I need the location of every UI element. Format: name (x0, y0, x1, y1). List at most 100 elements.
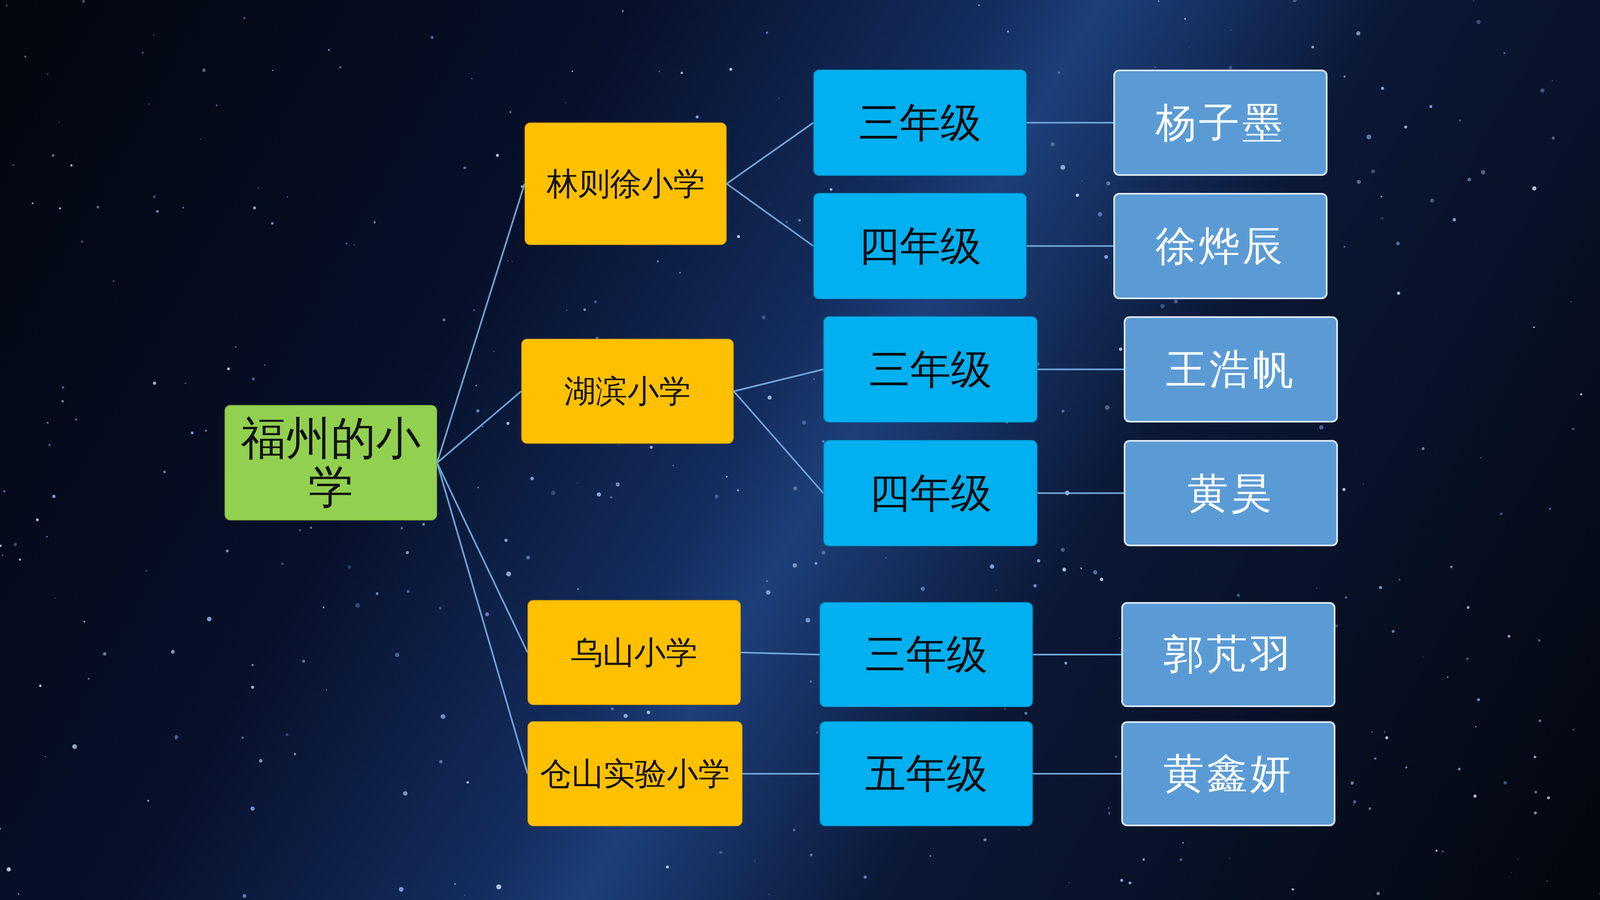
star (454, 883, 456, 885)
node-label: 徐烨辰 (1155, 224, 1286, 269)
star (1061, 409, 1065, 413)
star (496, 884, 502, 890)
star (1343, 75, 1346, 78)
star (996, 589, 998, 591)
connector-line (726, 122, 814, 185)
star (1473, 794, 1477, 798)
star (1345, 596, 1348, 599)
star (623, 713, 628, 718)
star (798, 219, 801, 222)
star (920, 586, 925, 591)
star (767, 395, 772, 400)
star (1007, 30, 1010, 33)
star (325, 689, 328, 691)
star (792, 563, 797, 568)
star (1458, 119, 1461, 122)
star (1068, 881, 1070, 883)
star (765, 590, 771, 595)
star (0, 544, 2, 548)
star (51, 154, 55, 158)
star (1184, 17, 1186, 20)
star (793, 486, 798, 491)
star (1050, 142, 1055, 147)
connector-line (437, 462, 528, 653)
star (792, 828, 796, 832)
star (814, 562, 818, 565)
star (506, 571, 512, 577)
school-box: 湖滨小学 (521, 338, 734, 444)
star (1507, 635, 1510, 638)
star (719, 850, 723, 854)
star (816, 731, 818, 734)
star (310, 527, 312, 529)
star (72, 744, 77, 749)
star (46, 535, 48, 538)
star (485, 612, 490, 617)
grade-box: 四年级 (813, 192, 1027, 300)
star (766, 580, 769, 583)
star (112, 280, 115, 283)
star (1062, 567, 1067, 572)
star (1580, 393, 1583, 396)
star (395, 652, 400, 658)
star (1380, 195, 1383, 198)
star (983, 838, 987, 842)
star (44, 755, 46, 758)
star (464, 895, 466, 896)
star (1570, 300, 1572, 303)
star (714, 494, 719, 499)
star (1154, 66, 1156, 68)
star (1366, 134, 1372, 140)
star (1105, 405, 1110, 410)
connector-line (1026, 245, 1114, 248)
connector-line (740, 652, 820, 655)
connector-line (726, 183, 814, 247)
star (250, 806, 255, 811)
star (737, 235, 740, 238)
star (152, 381, 157, 385)
star (1457, 767, 1461, 771)
connector-line (1032, 772, 1122, 775)
star (170, 650, 175, 654)
star (251, 664, 254, 667)
star (1546, 880, 1548, 883)
star (406, 590, 410, 593)
star (1118, 637, 1120, 639)
star (1540, 88, 1545, 93)
star (1179, 858, 1183, 862)
star (83, 620, 85, 623)
star (1080, 567, 1083, 570)
star (1237, 593, 1241, 598)
star (440, 714, 445, 719)
star (495, 153, 499, 157)
star (1384, 731, 1386, 733)
star (1430, 198, 1435, 203)
node-label: 黄昊 (1187, 471, 1275, 516)
node-label: 郭芃羽 (1163, 632, 1294, 677)
star (1477, 698, 1480, 702)
star (665, 865, 669, 869)
star (695, 115, 699, 119)
star (551, 490, 556, 495)
star (477, 486, 480, 489)
star (1033, 584, 1037, 588)
node-label: 三年级 (858, 100, 982, 145)
star (1405, 766, 1408, 769)
star (1357, 180, 1362, 185)
star (1228, 857, 1230, 859)
star (1335, 624, 1338, 628)
star (272, 69, 274, 72)
star (1572, 729, 1574, 731)
star (322, 606, 325, 609)
node-label: 福州的小学 (237, 414, 425, 512)
star (1057, 71, 1060, 74)
star (1466, 657, 1469, 660)
star (1128, 881, 1132, 885)
star (59, 207, 62, 210)
star (863, 875, 867, 879)
star (1517, 858, 1519, 860)
star (375, 592, 379, 595)
star (102, 652, 107, 656)
star (658, 70, 660, 73)
star (754, 860, 756, 862)
